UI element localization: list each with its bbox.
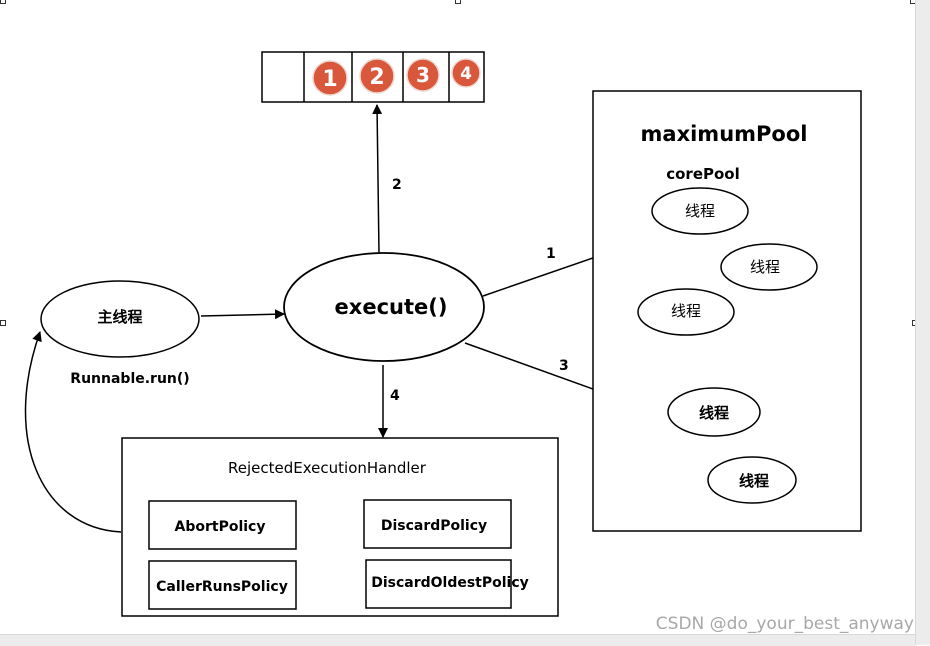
- arrow-label-to-rejected-handler: 4: [390, 388, 400, 404]
- queue-badge: [312, 60, 348, 96]
- thread-label: 线程: [739, 472, 769, 490]
- caller-runs-policy: CallerRunsPolicy: [148, 560, 297, 610]
- thread-node: 线程: [667, 387, 761, 437]
- policy-label: AbortPolicy: [175, 519, 266, 535]
- thread-node: 线程: [720, 243, 818, 291]
- main-thread-ellipse: [40, 280, 200, 358]
- thread-node: 线程: [651, 187, 749, 235]
- maximum-pool-title: maximumPool: [641, 122, 808, 146]
- execute-ellipse: [283, 252, 485, 362]
- thread-ellipse: [720, 243, 818, 291]
- thread-ellipse: [667, 387, 761, 437]
- rejected-execution-handler: RejectedExecutionHandler AbortPolicy Dis…: [121, 437, 559, 617]
- resize-handle[interactable]: [455, 0, 461, 4]
- queue-item-label: 1: [322, 67, 337, 92]
- thread-label: 线程: [699, 404, 729, 422]
- thread-label: 线程: [685, 202, 715, 220]
- policy-label: DiscardOldestPolicy: [371, 575, 529, 591]
- policy-box: [365, 559, 512, 609]
- execute-label: execute(): [335, 295, 448, 319]
- queue-badge: [406, 58, 440, 92]
- main-thread-label: 主线程: [97, 308, 142, 326]
- main-thread-caption: Runnable.run(): [70, 371, 189, 387]
- policy-label: DiscardPolicy: [381, 518, 487, 534]
- core-pool-label: corePool: [666, 165, 740, 183]
- watermark: CSDN @do_your_best_anyway: [655, 614, 914, 634]
- policy-box: [148, 560, 297, 610]
- queue-item-label: 4: [460, 64, 472, 84]
- resize-handle[interactable]: [0, 320, 6, 326]
- vertical-scrollbar[interactable]: [915, 0, 930, 645]
- policy-box: [363, 499, 512, 549]
- horizontal-scrollbar[interactable]: [0, 634, 915, 646]
- arrow-main-to-execute: [200, 309, 285, 320]
- queue-item-label: 3: [416, 63, 430, 87]
- thread-node: 线程: [707, 456, 797, 504]
- queue-badge: [359, 58, 395, 94]
- thread-label: 线程: [750, 258, 780, 276]
- maximum-pool: maximumPool corePool 线程 线程 线程 线程 线程: [592, 90, 862, 532]
- queue-item-3: 3: [406, 58, 440, 92]
- discard-oldest-policy: DiscardOldestPolicy: [365, 559, 529, 609]
- policy-label: CallerRunsPolicy: [156, 579, 288, 595]
- thread-pool-diagram: 1 2 3 4 2 1 3 4 主线程 Runnable.run() execu…: [24, 51, 862, 617]
- abort-policy: AbortPolicy: [148, 500, 297, 550]
- queue-item-2: 2: [359, 58, 395, 94]
- main-thread-node: 主线程: [40, 280, 200, 358]
- queue-item-4: 4: [451, 58, 481, 88]
- thread-ellipse: [651, 187, 749, 235]
- arrow-label-to-core-pool: 1: [546, 246, 556, 262]
- execute-node: execute(): [283, 252, 485, 362]
- arrow-label-to-queue: 2: [392, 177, 402, 193]
- rejected-handler-title: RejectedExecutionHandler: [228, 459, 427, 477]
- arrow-caller-runs-back: [24, 331, 122, 533]
- task-queue: 1 2 3 4: [261, 51, 485, 103]
- thread-label: 线程: [671, 302, 701, 320]
- arrow-label-to-max-pool: 3: [559, 358, 569, 374]
- queue-item-1: 1: [312, 60, 348, 96]
- policy-box: [148, 500, 297, 550]
- queue-item-label: 2: [369, 65, 384, 90]
- resize-handle[interactable]: [0, 0, 6, 4]
- discard-policy: DiscardPolicy: [363, 499, 512, 549]
- thread-node: 线程: [637, 288, 735, 336]
- thread-ellipse: [707, 456, 797, 504]
- queue-badge: [451, 58, 481, 88]
- thread-ellipse: [637, 288, 735, 336]
- arrow-to-queue: [372, 104, 383, 255]
